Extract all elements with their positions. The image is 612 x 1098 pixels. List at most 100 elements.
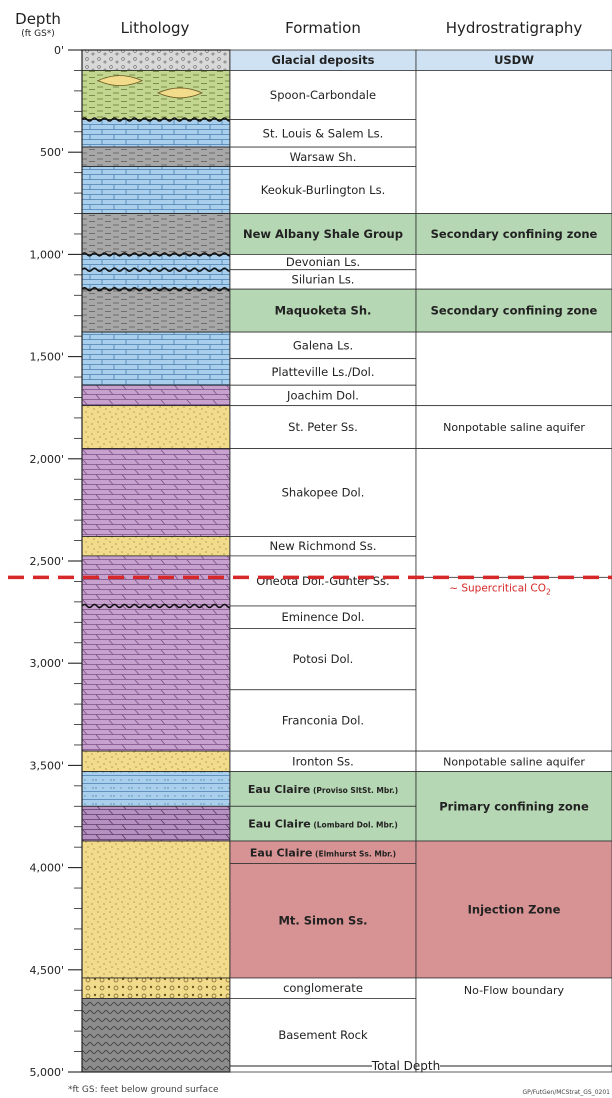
co2-subscript: 2	[546, 587, 551, 596]
lithology-unit-limestone	[81, 119, 231, 148]
formation-label: Warsaw Sh.	[290, 150, 357, 164]
formation-label: Keokuk-Burlington Ls.	[261, 183, 386, 197]
depth-tick-label: 1,500'	[29, 351, 64, 364]
formation-member-label: (Elmhurst Ss. Mbr.)	[312, 849, 396, 858]
hydro-label: Primary confining zone	[439, 799, 589, 813]
lithology-unit-shale-gray	[81, 213, 231, 255]
formation-member-label: (Lombard Dol. Mbr.)	[311, 821, 398, 830]
formation-label: conglomerate	[283, 981, 363, 995]
hydro-label: USDW	[494, 53, 534, 67]
formation-label: Spoon-Carbondale	[270, 88, 376, 102]
lithology-unit-sandstone	[81, 840, 231, 979]
formation-cell-shakopee-dol	[229, 448, 417, 537]
hydro-label: Injection Zone	[468, 903, 561, 917]
sand-lens-lens-right	[157, 87, 203, 99]
lithology-unit-conglomerate	[81, 977, 231, 999]
formation-cell-maquoketa-sh	[229, 288, 417, 333]
column-headers: Depth (ft GS*) Lithology Formation Hydro…	[15, 10, 582, 39]
lithology-unit-limestone	[81, 331, 231, 386]
lithology-unit-shale-green	[81, 70, 231, 120]
lithology-unit-basement	[81, 998, 231, 1073]
unconformity-line	[81, 286, 233, 292]
hydro-cell-blank	[415, 448, 612, 578]
hydro-cell-nonpotable-saline-aquifer	[415, 405, 612, 449]
formation-label: Eau Claire (Lombard Dol. Mbr.)	[248, 818, 398, 831]
hydro-cell-injection-zone	[415, 840, 612, 979]
total-depth-label: Total Depth	[371, 1059, 440, 1073]
total-depth-marker: Total Depth	[230, 1059, 612, 1073]
lithology-unit-gravel	[81, 49, 231, 71]
hydro-cell-blank	[415, 331, 612, 407]
lithology-unit-dolomite	[81, 384, 231, 407]
hydro-label: Secondary confining zone	[431, 227, 598, 241]
header-lithology: Lithology	[121, 19, 190, 37]
lithology-unit-dolomite-dark	[81, 805, 231, 842]
formation-label: New Richmond Ss.	[270, 539, 377, 553]
lithology-unit-sandstone	[81, 750, 231, 772]
formation-label: Ironton Ss.	[292, 754, 354, 768]
lithology-unit-dolomite	[81, 555, 231, 752]
depth-tick-label: 500'	[40, 146, 64, 159]
depth-tick-label: 3,000'	[29, 657, 64, 670]
hydro-label: Secondary confining zone	[431, 304, 598, 318]
hydro-label: Nonpotable saline aquifer	[443, 421, 585, 434]
hydro-label: Nonpotable saline aquifer	[443, 755, 585, 768]
formation-member-label: (Proviso SltSt. Mbr.)	[310, 786, 398, 795]
depth-tick-label: 2,000'	[29, 453, 64, 466]
supercritical-co2-line: ~ Supercritical CO2	[8, 575, 612, 596]
lithology-unit-siltstone	[81, 771, 231, 807]
formation-cell-new-albany-shale-group	[229, 213, 417, 255]
lithology-unit-shale-gray	[81, 288, 231, 333]
formation-cell-st-louis-salem-ls	[229, 119, 417, 148]
depth-tick-label: 3,500'	[29, 759, 64, 772]
formation-cell-franconia-dol	[229, 689, 417, 752]
formation-cell-oneota-dol-gunter-ss	[229, 555, 417, 607]
formation-label: Franconia Dol.	[282, 713, 364, 727]
lithology-unit-sandstone	[81, 536, 231, 557]
credit-label: GP/FutGen/MCStrat_GS_0201	[523, 1089, 611, 1096]
formation-cell-st-peter-ss	[229, 405, 417, 449]
formation-label: Joachim Dol.	[286, 388, 359, 402]
formation-label: New Albany Shale Group	[243, 227, 403, 241]
hydro-cell-blank	[415, 576, 612, 752]
depth-tick-label: 4,000'	[29, 862, 64, 875]
header-formation: Formation	[285, 19, 361, 37]
formation-cell-eau-claire-proviso-sltst-mbr	[229, 771, 417, 807]
lithology-unit-limestone	[81, 166, 231, 214]
hydro-cell-secondary-confining-zone	[415, 213, 612, 255]
depth-tick-label: 5,000'	[29, 1066, 64, 1079]
formation-label: Silurian Ls.	[292, 272, 355, 286]
depth-tick-label: 0'	[54, 44, 64, 57]
depth-tick-label: 4,500'	[29, 964, 64, 977]
hydro-cell-no-flow-boundary	[415, 977, 612, 1073]
depth-tick-label: 2,500'	[29, 555, 64, 568]
formation-cell-mt-simon-ss	[229, 863, 417, 979]
formation-label: Eau Claire (Proviso SltSt. Mbr.)	[248, 783, 398, 796]
formation-label: Mt. Simon Ss.	[278, 914, 367, 928]
formation-label: Devonian Ls.	[286, 255, 360, 269]
formation-cell-eau-claire-lombard-dol-mbr	[229, 805, 417, 842]
formation-label: Eau Claire (Elmhurst Ss. Mbr.)	[250, 846, 396, 859]
supercritical-co2-label: ~ Supercritical CO2	[449, 582, 551, 596]
sand-lens-lens-left	[97, 75, 143, 87]
lithology-unit-dolomite	[81, 448, 231, 537]
hydro-label: No-Flow boundary	[464, 984, 565, 997]
hydro-cell-primary-confining-zone	[415, 771, 612, 842]
footnote: *ft GS: feet below ground surface	[68, 1085, 219, 1095]
formation-label: Shakopee Dol.	[282, 486, 365, 500]
lithology-unit-limestone	[81, 253, 231, 290]
formation-label: Platteville Ls./Dol.	[271, 365, 374, 379]
formation-cell-galena-ls	[229, 331, 417, 360]
formation-label: Galena Ls.	[293, 338, 353, 352]
formation-cell-basement-rock	[229, 998, 417, 1073]
header-depth-unit: (ft GS*)	[21, 29, 55, 39]
unconformity-line	[81, 603, 233, 609]
formation-cell-platteville-ls-dol	[229, 358, 417, 386]
formation-label: Glacial deposits	[272, 53, 375, 67]
header-depth: Depth	[15, 10, 61, 28]
formation-label: St. Peter Ss.	[288, 420, 358, 434]
lithology-unit-shale-gray	[81, 146, 231, 167]
